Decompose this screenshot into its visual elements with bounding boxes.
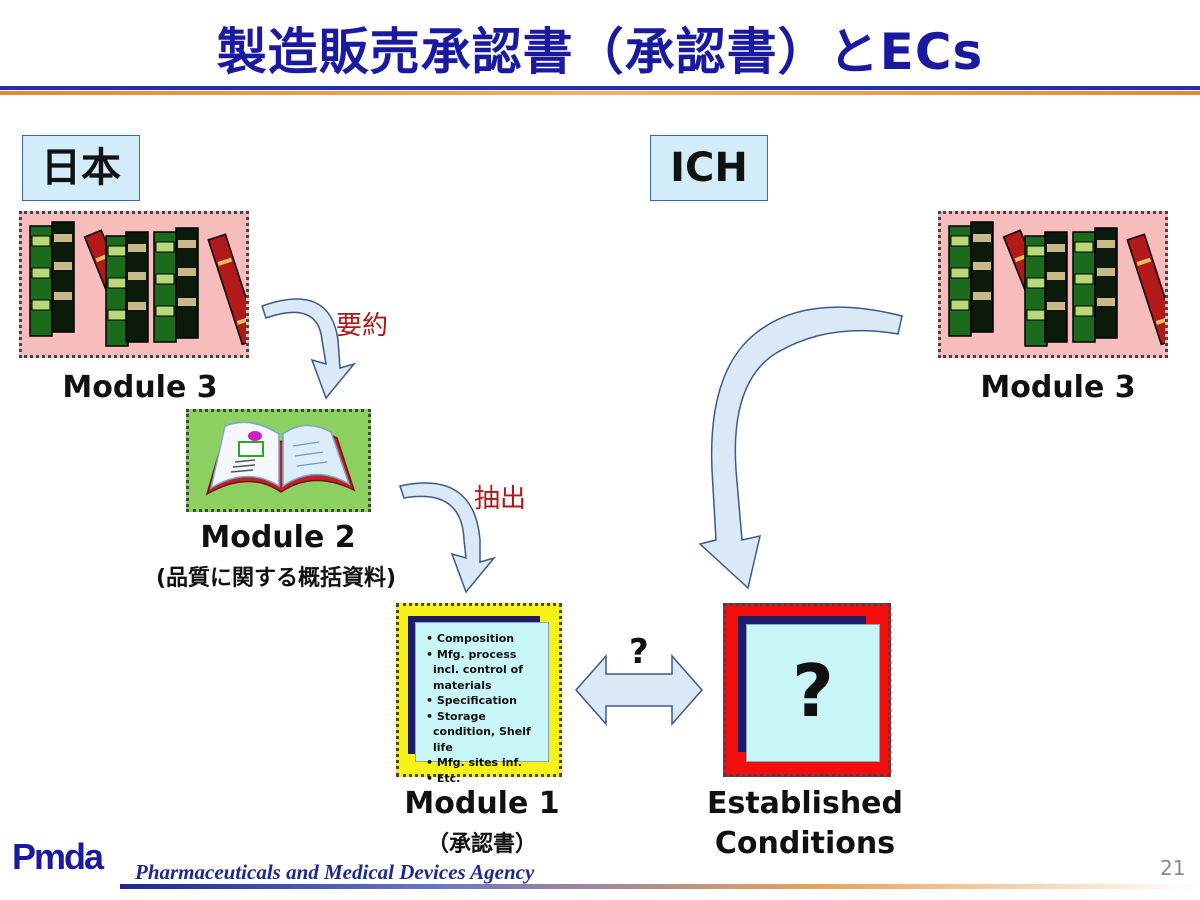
ec-question-mark: ?	[792, 649, 834, 733]
module3-label-ich: Module 3	[980, 370, 1136, 405]
curved-arrow-icon	[399, 482, 497, 594]
open-book-icon	[205, 421, 356, 496]
module2-label: Module 2	[200, 520, 356, 555]
module3-panel-japan	[19, 211, 249, 358]
ec-panel: ?	[723, 603, 891, 777]
module1-content-list: Composition Mfg. process incl. control o…	[424, 631, 544, 786]
module1-sublabel: （承認書）	[426, 832, 537, 857]
ec-label-line1: Established	[706, 786, 903, 821]
module1-panel: Composition Mfg. process incl. control o…	[396, 603, 562, 785]
double-arrow-icon	[574, 654, 704, 726]
region-label-japan: 日本	[22, 135, 140, 201]
comparison-question-mark: ?	[629, 632, 649, 672]
extract-note: 抽出	[474, 484, 527, 514]
ec-label-line2: Conditions	[714, 826, 896, 861]
title-rule	[0, 86, 1200, 90]
title-rule-accent	[0, 91, 1200, 95]
curved-arrow-icon	[261, 298, 357, 400]
module1-item: Etc.	[424, 771, 544, 787]
module1-item: Storage condition, Shelf life	[424, 709, 544, 756]
document-icon: Composition Mfg. process incl. control o…	[415, 622, 549, 785]
module2-sublabel: (品質に関する概括資料)	[155, 566, 397, 591]
pmda-logo: Pmda	[12, 836, 104, 877]
page-number: 21	[1160, 856, 1186, 880]
module1-label: Module 1	[404, 786, 560, 821]
summary-note: 要約	[336, 311, 389, 341]
module1-item: Composition	[424, 631, 544, 647]
module3-panel-ich	[938, 211, 1168, 358]
module1-item: Mfg. process incl. control of materials	[424, 647, 544, 694]
page-title: 製造販売承認書（承認書）とECs	[216, 23, 984, 81]
region-label-ich: ICH	[650, 135, 768, 201]
footer-org-name: Pharmaceuticals and Medical Devices Agen…	[135, 860, 535, 884]
curved-arrow-icon	[698, 306, 903, 590]
module2-panel	[186, 409, 371, 512]
module3-label-japan: Module 3	[62, 370, 218, 405]
footer-rule	[120, 884, 1200, 889]
question-document-icon: ?	[746, 624, 880, 762]
module1-item: Specification	[424, 693, 544, 709]
module1-item: Mfg. sites inf.	[424, 755, 544, 771]
